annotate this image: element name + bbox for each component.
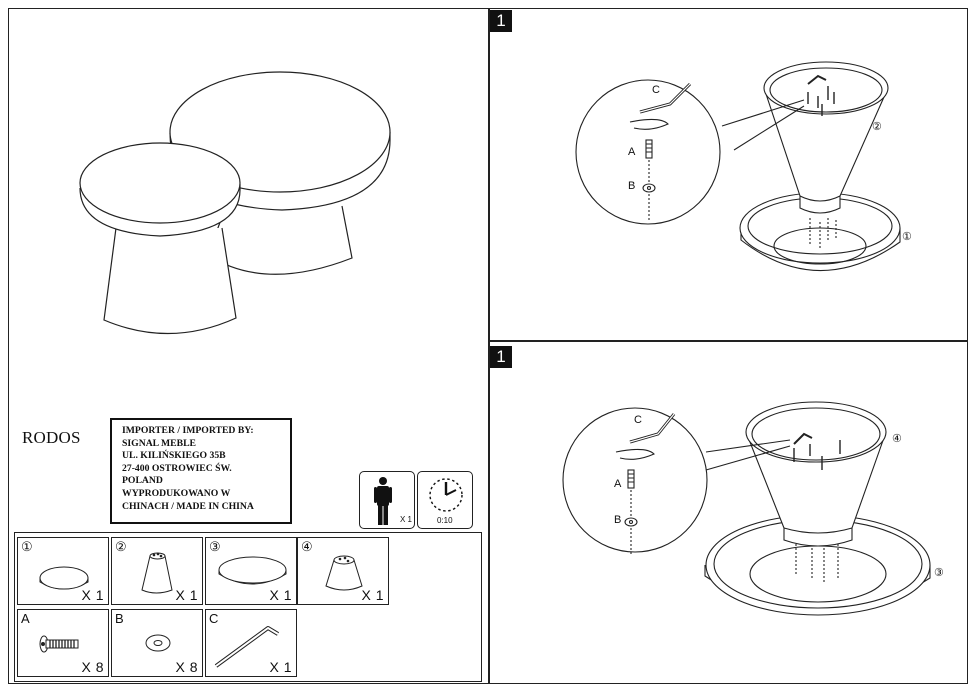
part-cell: ② X 1 <box>111 537 203 605</box>
part-id: ③ <box>209 539 221 554</box>
tall-cone-base-icon <box>141 552 173 594</box>
step-number: 1 <box>490 10 512 32</box>
importer-line: UL. KILIŃSKIEGO 35B <box>122 450 226 462</box>
callout-washer-label: B <box>628 180 636 192</box>
parts-list: ① X 1 ② X 1 ③ X 1 ④ <box>14 532 482 682</box>
part-qty: X 1 <box>269 587 292 603</box>
product-illustration <box>79 71 391 335</box>
part-id: ② <box>115 539 127 554</box>
importer-line: POLAND <box>122 475 163 487</box>
part-cell: ① X 1 <box>17 537 109 605</box>
allen-key-icon <box>214 626 280 668</box>
time-box: 0:10 <box>417 471 473 529</box>
round-tabletop-icon <box>39 566 89 590</box>
part-cell: C X 1 <box>205 609 297 677</box>
part-ref-label: ① <box>902 231 912 243</box>
callout-washer-label: B <box>614 514 622 526</box>
part-qty: X 8 <box>175 659 198 675</box>
product-name: RODOS <box>22 428 81 447</box>
part-id: A <box>21 611 30 626</box>
importer-line: CHINACH / MADE IN CHINA <box>122 500 254 512</box>
part-cell: ③ X 1 <box>205 537 297 605</box>
part-qty: X 8 <box>81 659 104 675</box>
importer-box: IMPORTER / IMPORTED BY: SIGNAL MEBLE UL.… <box>110 418 292 524</box>
clock-icon <box>429 478 463 512</box>
short-cone-base-icon <box>325 555 363 591</box>
person-icon <box>374 477 392 525</box>
part-ref-label: ② <box>872 121 882 133</box>
horizontal-divider <box>488 340 968 342</box>
large-tabletop-icon <box>218 556 287 585</box>
step-number: 1 <box>490 346 512 368</box>
part-id: C <box>209 611 219 626</box>
importer-line: IMPORTER / IMPORTED BY: <box>122 425 254 436</box>
callout-bolt-label: A <box>628 146 636 158</box>
importer-line: 27-400 OSTROWIEC ŚW. <box>122 462 232 474</box>
part-cell: A X 8 <box>17 609 109 677</box>
callout-bolt-label: A <box>614 478 622 490</box>
importer-line: WYPRODUKOWANO W <box>122 487 231 499</box>
part-qty: X 1 <box>361 587 384 603</box>
part-qty: X 1 <box>175 587 198 603</box>
bolt-icon <box>39 635 79 653</box>
part-id: ④ <box>301 539 313 554</box>
part-ref-label: ④ <box>892 433 902 445</box>
part-cell: B X 8 <box>111 609 203 677</box>
importer-line: SIGNAL MEBLE <box>122 437 197 449</box>
part-ref-label: ③ <box>934 567 944 579</box>
callout-tool-label: C <box>634 414 642 426</box>
part-id: ① <box>21 539 33 554</box>
callout-tool-label: C <box>652 84 660 96</box>
part-cell: ④ X 1 <box>297 537 389 605</box>
small-table-top <box>79 142 241 224</box>
persons-box: X 1 <box>359 471 415 529</box>
small-table-base <box>103 227 237 335</box>
persons-count: X 1 <box>399 515 412 524</box>
part-id: B <box>115 611 124 626</box>
assembly-time: 0:10 <box>437 516 453 525</box>
vertical-divider <box>488 8 490 684</box>
part-qty: X 1 <box>81 587 104 603</box>
part-qty: X 1 <box>269 659 292 675</box>
washer-icon <box>145 634 171 652</box>
